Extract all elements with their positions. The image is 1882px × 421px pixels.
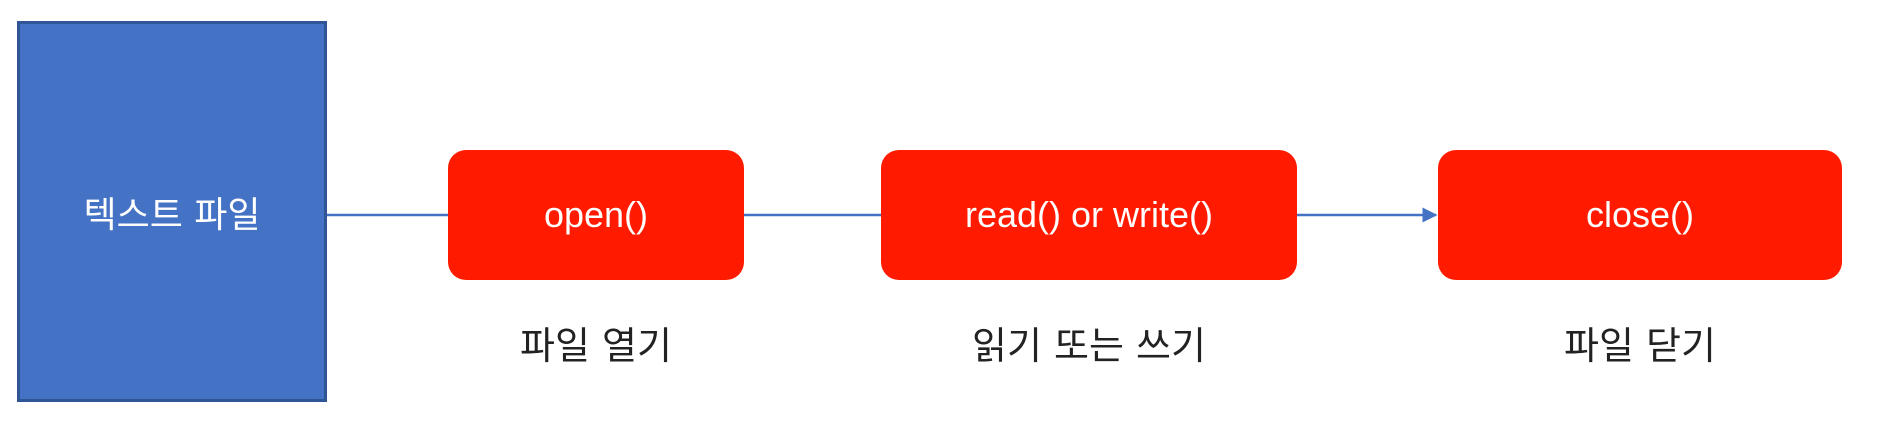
step-read-write-label: read() or write() bbox=[964, 194, 1214, 235]
step-open-box: open() bbox=[448, 150, 744, 280]
step-close-caption: 파일 닫기 bbox=[1564, 324, 1716, 368]
step-open-label: open() bbox=[543, 194, 649, 235]
text-file-box: 텍스트 파일 bbox=[17, 21, 327, 402]
step-close-label: close() bbox=[1585, 194, 1695, 235]
step-close-box: close() bbox=[1438, 150, 1842, 280]
step-read-write-caption: 읽기 또는 쓰기 bbox=[972, 324, 1206, 368]
text-file-label: 텍스트 파일 bbox=[83, 194, 261, 236]
step-open-caption: 파일 열기 bbox=[520, 324, 672, 368]
step-read-write-box: read() or write() bbox=[881, 150, 1297, 280]
